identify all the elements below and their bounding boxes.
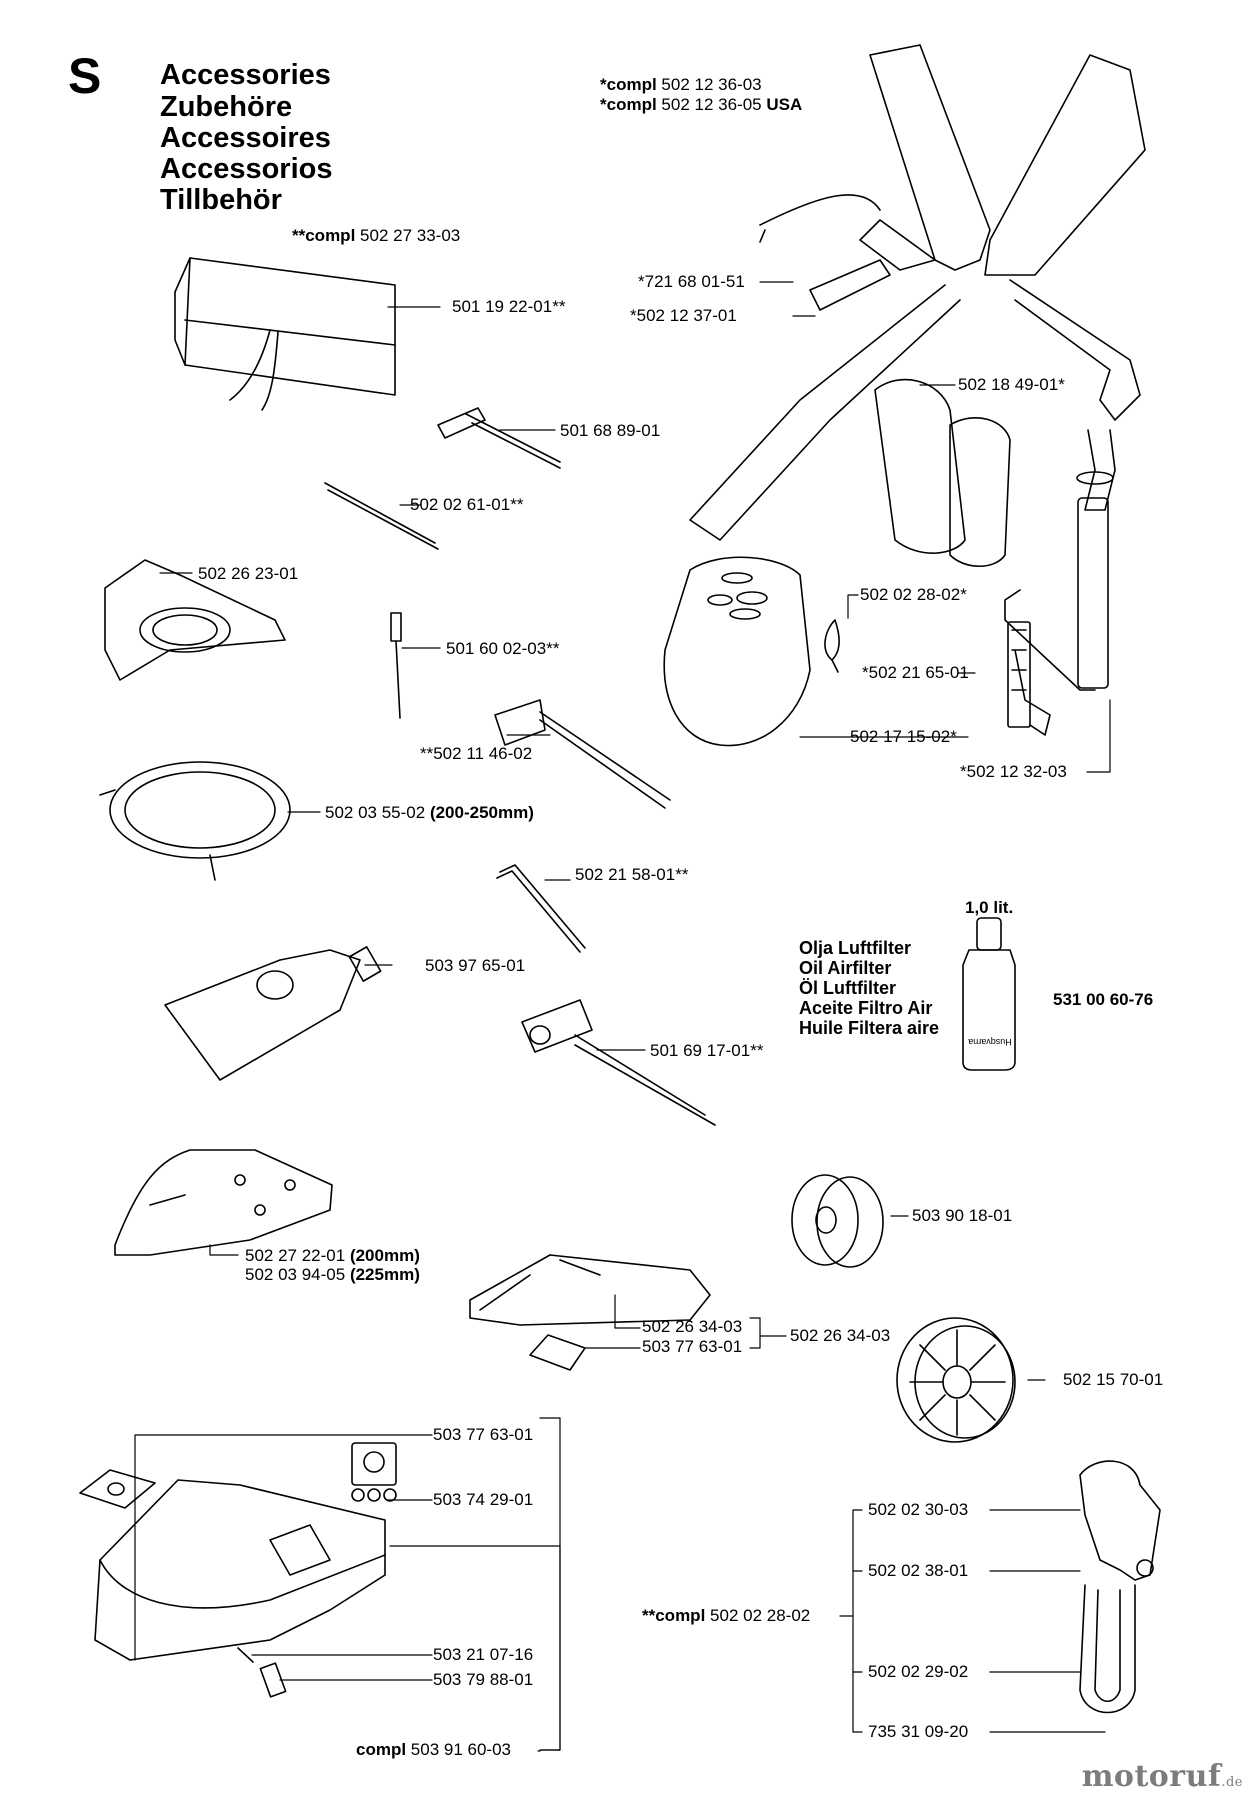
title-en: Accessories	[160, 59, 331, 91]
part-label-buckle: *502 12 37-01	[630, 306, 737, 325]
part-label-handle-low: 502 02 29-02	[868, 1662, 969, 1681]
hip-pad-drawing	[664, 557, 810, 745]
watermark-logo: motoruf.de	[1081, 1759, 1243, 1794]
trimmer-guard-drawing	[115, 1150, 332, 1255]
part-label-strap: *502 12 32-03	[960, 762, 1067, 781]
title-de: Zubehöre	[160, 91, 293, 123]
oil-name-es: Aceite Filtro Air	[799, 998, 933, 1018]
grease-tube-drawing	[165, 947, 381, 1080]
combi-wrench-long-drawing	[522, 1000, 715, 1125]
title-se: Tillbehör	[160, 184, 282, 216]
part-label-grease-tube: 503 97 65-01	[425, 956, 526, 975]
part-label-grip-pad: 502 18 49-01*	[958, 375, 1065, 394]
t-wrench-drawing	[438, 408, 560, 468]
part-label-hook-pin: *721 68 01-51	[638, 272, 745, 291]
oil-name-de: Öl Luftfilter	[799, 978, 896, 998]
oil-name-en: Oil Airfilter	[799, 958, 892, 978]
pin-rod-drawing	[325, 483, 438, 549]
part-label-guard-200: 502 27 22-01 (200mm)	[245, 1246, 420, 1265]
hex-key-drawing	[497, 865, 585, 952]
handle-drawing	[1080, 1461, 1160, 1712]
part-label-pulley: 503 90 18-01	[912, 1206, 1013, 1225]
part-label-pin-rod: 502 02 61-01**	[410, 495, 524, 514]
support-cup-drawing	[105, 560, 285, 680]
part-label-guard-225: 502 03 94-05 (225mm)	[245, 1265, 420, 1284]
part-label-strap-buckle: *502 21 65-01	[862, 663, 969, 682]
pouch-compl: **compl 502 27 33-03	[292, 226, 461, 245]
harness-compl-1: *compl 502 12 36-03	[600, 75, 762, 94]
part-label-guard-ring: 502 03 55-02 (200-250mm)	[325, 803, 534, 822]
part-label-support-cup: 502 26 23-01	[198, 564, 299, 583]
part-label-combi-wrench-small: **502 11 46-02	[420, 744, 533, 763]
part-label-fan-wheel: 502 15 70-01	[1063, 1370, 1164, 1389]
tool-pouch-drawing	[175, 258, 395, 410]
strap-buckle-drawing	[1008, 622, 1030, 727]
part-label-handle-bottom: 735 31 09-20	[868, 1722, 969, 1741]
part-label-hip-pad: 502 17 15-02*	[850, 727, 957, 746]
part-label-combi-wrench-long: 501 69 17-01**	[650, 1041, 764, 1060]
oil-volume: 1,0 lit.	[965, 898, 1014, 917]
leader-lines	[135, 282, 1110, 1751]
part-label-hook: 502 02 28-02*	[860, 585, 967, 604]
part-label-shield-part: 502 26 34-03	[642, 1317, 743, 1336]
oil-name-se: Olja Luftfilter	[799, 938, 911, 958]
pulley-drawing	[792, 1175, 883, 1267]
oil-bottle-brand: Husqvarna	[968, 1037, 1012, 1047]
rivet-pin-drawing	[391, 613, 401, 718]
hook-drawing	[825, 620, 839, 672]
part-label-big-guard-screw: 503 21 07-16	[433, 1645, 534, 1664]
guard-ring-drawing	[100, 762, 290, 880]
harness-compl-2: *compl 502 12 36-05 USA	[600, 95, 803, 114]
title-es: Accessorios	[160, 153, 333, 185]
big-guard-compl: compl 503 91 60-03	[356, 1740, 511, 1759]
part-label-big-guard-head: 503 74 29-01	[433, 1490, 534, 1509]
title-fr: Accessoires	[160, 122, 331, 154]
oil-name-fr: Huile Filtera aire	[799, 1018, 940, 1038]
part-label-t-wrench: 501 68 89-01	[560, 421, 661, 440]
harness-drawing	[690, 45, 1145, 735]
section-letter: S	[68, 48, 102, 104]
part-label-big-guard-nut: 503 79 88-01	[433, 1670, 534, 1689]
part-label-tool-pouch: 501 19 22-01**	[452, 297, 566, 316]
part-label-hex-key: 502 21 58-01**	[575, 865, 689, 884]
oil-part-number: 531 00 60-76	[1053, 990, 1154, 1009]
handle-compl: **compl 502 02 28-02	[642, 1606, 811, 1625]
part-label-shield-plate: 503 77 63-01	[642, 1337, 743, 1356]
fan-wheel-drawing	[897, 1318, 1015, 1442]
part-label-handle-mid: 502 02 38-01	[868, 1561, 969, 1580]
big-guard-drawing	[80, 1443, 396, 1697]
part-label-handle-top: 502 02 30-03	[868, 1500, 969, 1519]
oil-bottle-drawing	[963, 918, 1015, 1070]
part-label-big-guard-plate: 503 77 63-01	[433, 1425, 534, 1444]
combi-wrench-small-drawing	[495, 700, 670, 808]
part-label-rivet-pin: 501 60 02-03**	[446, 639, 560, 658]
shield-drawing	[470, 1255, 710, 1370]
part-label-shield-main: 502 26 34-03	[790, 1326, 891, 1345]
